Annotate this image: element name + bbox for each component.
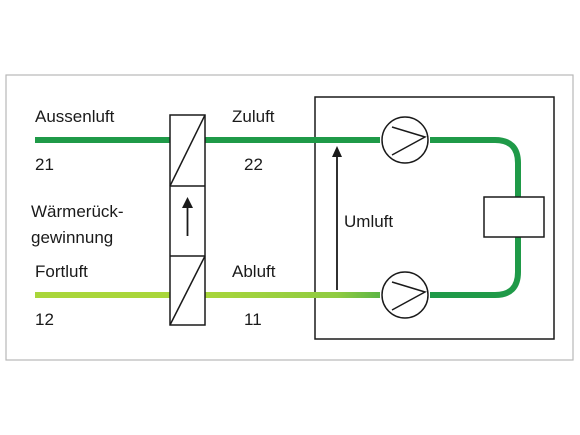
outside-air-number: 21 [35, 155, 54, 174]
diagram-frame [5, 74, 574, 361]
supply-air-label: Zuluft [232, 107, 275, 126]
air-handling-unit-box [314, 96, 555, 340]
exhaust-air-label: Fortluft [35, 262, 88, 281]
outside-air-label: Aussenluft [35, 107, 115, 126]
supply-air-number: 22 [244, 155, 263, 174]
heat-recovery-label-line2: gewinnung [31, 228, 113, 247]
recirculation-label: Umluft [344, 212, 393, 231]
recirculation-arrow-icon [332, 146, 342, 290]
heat-recovery-label-line1: Wärmerück- [31, 202, 124, 221]
extract-air-label: Abluft [232, 262, 276, 281]
extract-air-number: 11 [244, 310, 262, 329]
supply-fan-icon [381, 116, 429, 164]
heating-coil-icon [483, 196, 545, 238]
heat-recovery-arrow-icon [182, 197, 193, 236]
return-fan-icon [381, 271, 429, 319]
exhaust-air-number: 12 [35, 310, 54, 329]
